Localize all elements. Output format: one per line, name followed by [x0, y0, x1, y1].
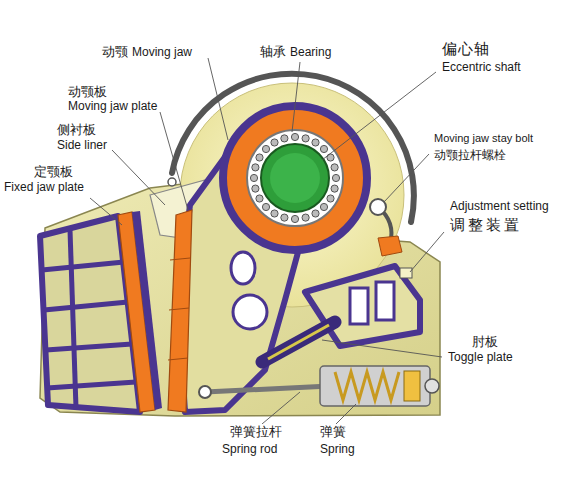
jaw-hole — [233, 295, 267, 329]
adjustment-block — [376, 282, 394, 320]
bearing-roller — [312, 210, 319, 217]
part-label: Moving jaw stay bolt — [432, 132, 535, 145]
part-label: Spring — [318, 442, 357, 456]
spring-coil — [335, 372, 399, 400]
bearing-roller — [327, 195, 334, 202]
bearing-roller — [332, 174, 339, 181]
bearing-roller — [252, 185, 259, 192]
part-label: Eccentric shaft — [440, 60, 523, 74]
moving-jaw-ring — [223, 106, 367, 250]
fixed-jaw-liner-back — [132, 211, 162, 410]
part-label: Spring rod — [220, 442, 279, 456]
fixed-jaw-ribs — [42, 230, 136, 408]
adjustment-block — [350, 288, 368, 324]
stay-bolt-lug — [378, 236, 402, 256]
part-label: Side liner — [55, 138, 109, 152]
part-label: 弹簧 — [318, 424, 348, 440]
spring-rod-eye — [199, 386, 211, 398]
bearing-roller — [256, 195, 263, 202]
part-label: Toggle plate — [446, 350, 515, 364]
bearing-roller — [302, 135, 309, 142]
toggle-plate — [262, 322, 335, 362]
part-label: 侧衬板 — [55, 122, 98, 138]
bearing-roller — [250, 174, 257, 181]
part-label: 动颚 — [100, 44, 130, 60]
bearing-roller — [331, 185, 338, 192]
bearing-roller — [320, 145, 327, 152]
jaw-hole — [231, 252, 255, 284]
toggle-plate-core — [268, 325, 329, 359]
bearing-roller — [320, 203, 327, 210]
bearing-roller — [302, 214, 309, 221]
bearing-roller — [291, 133, 298, 140]
part-label: 轴承 — [258, 44, 288, 60]
bearing-rollers — [250, 133, 339, 222]
bearing — [247, 130, 343, 226]
eccentric-shaft — [261, 144, 329, 212]
moving-jaw-plate — [168, 210, 192, 412]
part-label: Bearing — [288, 45, 333, 59]
bearing-roller — [291, 215, 298, 222]
spring-housing — [320, 366, 430, 406]
part-label: Adjustment setting — [448, 199, 551, 213]
stay-bolt — [370, 199, 386, 215]
bearing-roller — [262, 203, 269, 210]
part-label: 动颚拉杆螺栓 — [432, 148, 508, 162]
spring-cap — [425, 379, 439, 393]
part-label: 偏心轴 — [440, 40, 492, 58]
bearing-roller — [271, 210, 278, 217]
spring-nut — [404, 371, 420, 401]
plate-teeth — [168, 258, 190, 360]
part-label: Fixed jaw plate — [2, 180, 86, 194]
bearing-roller — [312, 139, 319, 146]
eccentric-shaft-core — [270, 153, 320, 203]
bearing-roller — [262, 145, 269, 152]
part-label: 定颚板 — [32, 164, 75, 180]
part-label: 调整装置 — [448, 216, 524, 234]
bearing-roller — [281, 135, 288, 142]
arc-pin — [168, 178, 176, 186]
part-label: Moving jaw — [130, 45, 194, 59]
bearing-roller — [271, 139, 278, 146]
bearing-roller — [252, 164, 259, 171]
bearing-roller — [256, 154, 263, 161]
spring-rod — [205, 386, 330, 392]
adjustment-nut — [400, 268, 412, 278]
bearing-roller — [281, 214, 288, 221]
part-label: 肘板 — [470, 334, 500, 350]
part-label: Moving jaw plate — [66, 99, 159, 113]
part-label: 动颚板 — [66, 84, 109, 100]
part-label: 弹簧拉杆 — [228, 424, 284, 440]
bearing-roller — [331, 164, 338, 171]
